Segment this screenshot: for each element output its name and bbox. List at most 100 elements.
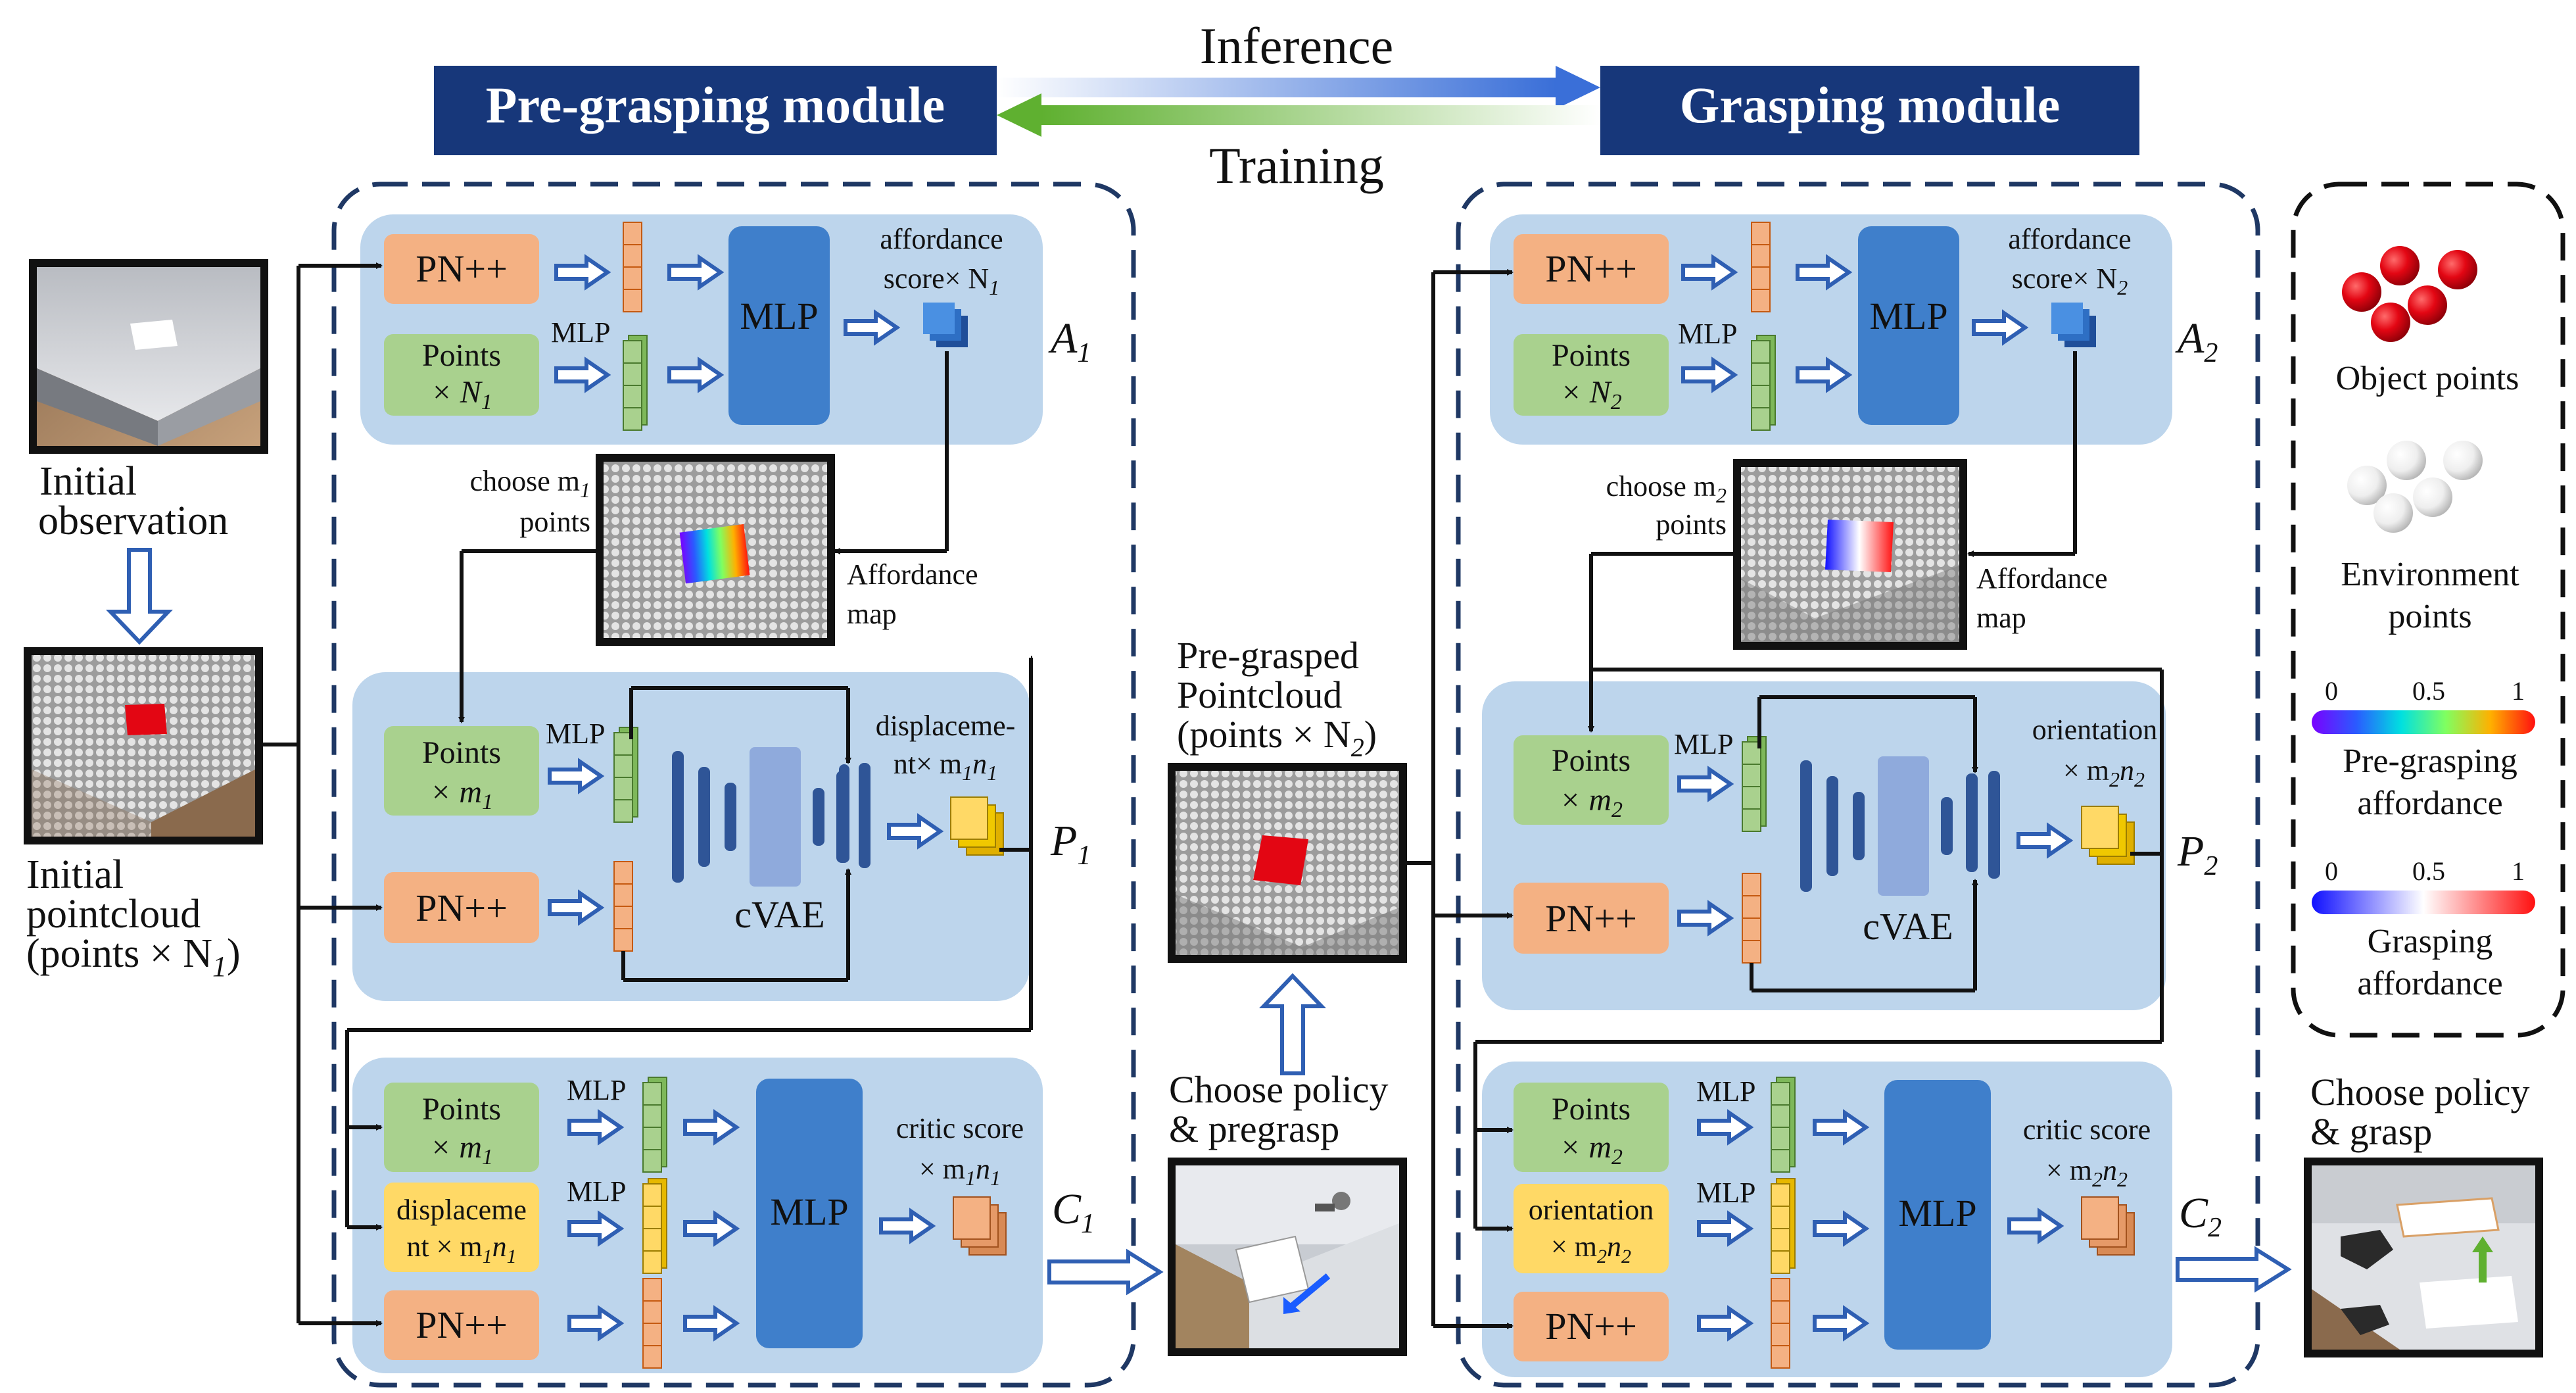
- pre-p-pn-box: [384, 872, 539, 943]
- pre-c-points-label-1: Points: [422, 1092, 501, 1127]
- initial-pointcloud-label-3: (points × N1): [26, 931, 241, 983]
- pre-p-to-c-connector: [345, 656, 1033, 1231]
- pre-p-output-label-1: displaceme-: [876, 710, 1016, 742]
- grasp-p-orange-column: [1742, 873, 1761, 964]
- pre-a-symbol: A1: [1048, 314, 1091, 368]
- grasp-a-pn-box: [1514, 234, 1669, 304]
- pre-p-green-column: [613, 727, 638, 823]
- grasp-p-skip-connectors: [1750, 695, 1978, 992]
- grasp-a-mlp-label: MLP: [1869, 295, 1947, 337]
- grasp-p-mlp-small-label: MLP: [1674, 728, 1733, 760]
- grasp-c-green-column: [1771, 1077, 1796, 1173]
- grasp-a-output-label-1: affordance: [2008, 223, 2131, 255]
- pre-a-orange-column: [623, 222, 642, 312]
- pre-p-points-label-1: Points: [422, 735, 501, 770]
- grasp-c-orange-column: [1771, 1278, 1790, 1369]
- initial-pointcloud-image: [24, 647, 263, 844]
- pre-input-connectors: [259, 262, 383, 1327]
- initial-observation-label-1: Initial: [39, 459, 137, 504]
- training-arrow: [997, 93, 1600, 137]
- grasp-colorbar-tick-0: 0: [2325, 856, 2338, 886]
- grasp-map-to-points-connector: [1588, 552, 1737, 733]
- pre-p-pn-label: PN++: [416, 887, 508, 929]
- grasp-affordance-map-image: [1733, 459, 1967, 650]
- grasping-module-title: Grasping module: [1680, 76, 2061, 134]
- pregrasped-label-2: Pointcloud: [1177, 673, 1342, 716]
- grasp-p-output-label-1: orientation: [2032, 714, 2158, 746]
- grasp-a-points-label-1: Points: [1552, 338, 1631, 373]
- pre-a-output-label-1: affordance: [880, 223, 1003, 255]
- grasp-p-points-label-1: Points: [1552, 743, 1631, 778]
- grasping-colorbar: [2312, 891, 2535, 914]
- grasp-c-points-label-1: Points: [1552, 1092, 1631, 1127]
- grasp-choose-label-1: choose m2: [1606, 470, 1727, 507]
- grasp-p-output-label-2: × m2n2: [2063, 754, 2145, 791]
- grasp-c-mlp-box: [1884, 1080, 1991, 1350]
- pre-affordance-map-label-1: Affordance: [847, 558, 978, 591]
- grasp-affordance-map-label-2: map: [1976, 602, 2026, 634]
- pregrasp-policy-image: [1168, 1158, 1407, 1356]
- grasp-colorbar-tick-05: 0.5: [2412, 856, 2445, 886]
- pre-a-green-column: [623, 335, 648, 431]
- pre-c-points-box: [384, 1083, 539, 1172]
- pre-c-output-label-1: critic score: [896, 1112, 1024, 1144]
- pre-c-disp-label-1: displaceme: [396, 1194, 527, 1226]
- grasp-a-points-label-2: × N2: [1560, 375, 1621, 414]
- pre-a-output-stack: [923, 303, 968, 347]
- grasp-c-yellow-column: [1771, 1178, 1796, 1274]
- pre-a-points-label-2: × N1: [431, 375, 492, 414]
- pre-p-output-label-2: nt× m1n1: [894, 748, 997, 785]
- pre-c-disp-box: [384, 1183, 539, 1272]
- environment-points-spheres: [2347, 441, 2483, 533]
- initial-pointcloud-label-1: Initial: [26, 852, 124, 897]
- grasp-c-points-label-2: × m2: [1560, 1130, 1623, 1169]
- legend-grasp-label-1: Grasping: [2368, 923, 2493, 960]
- grasp-p-points-label-2: × m2: [1560, 783, 1623, 822]
- pre-a-pn-label: PN++: [416, 247, 508, 290]
- pre-choose-label-1: choose m1: [470, 465, 590, 502]
- grasp-c-orient-label-1: orientation: [1529, 1194, 1654, 1226]
- pre-p-mlp-small-label: MLP: [546, 718, 605, 750]
- pre-c-pn-label: PN++: [416, 1304, 508, 1346]
- pre-c-points-label-2: × m1: [430, 1130, 493, 1169]
- pre-affordance-map-image: [596, 454, 835, 646]
- training-label: Training: [1209, 137, 1384, 194]
- pre-c-orange-column: [642, 1278, 662, 1369]
- grasp-to-policy-arrow: [2178, 1250, 2288, 1289]
- pre-a-pn-box: [384, 234, 539, 304]
- grasp-a-mlp-box: [1858, 226, 1959, 425]
- pre-c-disp-label-2: nt × m1n1: [406, 1231, 516, 1267]
- grasp-c-mlp-small-label-1: MLP: [1696, 1075, 1755, 1108]
- pre-c-green-column: [642, 1077, 667, 1173]
- pre-map-to-points-connector: [458, 549, 600, 723]
- grasp-colorbar-tick-1: 1: [2512, 856, 2525, 886]
- choose-pregrasp-label-1: Choose policy: [1169, 1068, 1388, 1111]
- pre-p-symbol: P1: [1050, 817, 1091, 871]
- grasp-a-pn-label: PN++: [1545, 247, 1637, 290]
- grasp-c-output-label-2: × m2n2: [2046, 1154, 2128, 1191]
- pre-to-policy-arrow: [1049, 1252, 1160, 1292]
- choose-grasp-label-1: Choose policy: [2310, 1071, 2529, 1113]
- legend-outline: [2291, 182, 2565, 1038]
- policy-to-pregrasped-arrow: [1258, 973, 1327, 1075]
- pre-a-mlp-label: MLP: [740, 295, 818, 337]
- grasp-a-orange-column: [1751, 222, 1771, 312]
- legend-env-label-1: Environment: [2341, 556, 2519, 593]
- pre-a-points-box: [384, 334, 539, 416]
- grasping-module-outline: [1456, 182, 2260, 1388]
- grasp-c-mlp-label: MLP: [1898, 1192, 1976, 1234]
- grasp-p-to-c-connector: [1473, 668, 2164, 1232]
- grasp-p-output-stack: [2081, 806, 2135, 865]
- grasp-a-output-stack: [2051, 303, 2096, 347]
- grasp-a-green-column: [1751, 335, 1776, 431]
- legend-env-label-2: points: [2388, 598, 2471, 635]
- pre-p-skip-connectors: [621, 686, 851, 982]
- grasp-choose-label-2: points: [1656, 508, 1727, 541]
- pre-c-output-stack: [953, 1196, 1007, 1256]
- pregrasp-output-connectors: [1403, 269, 1514, 1329]
- inference-arrow: [997, 66, 1600, 109]
- grasp-c-orient-label-2: × m2n2: [1551, 1231, 1631, 1267]
- pre-a-points-label-1: Points: [422, 338, 501, 373]
- choose-grasp-label-2: & grasp: [2310, 1110, 2432, 1153]
- pre-grasping-module-header: [434, 66, 997, 155]
